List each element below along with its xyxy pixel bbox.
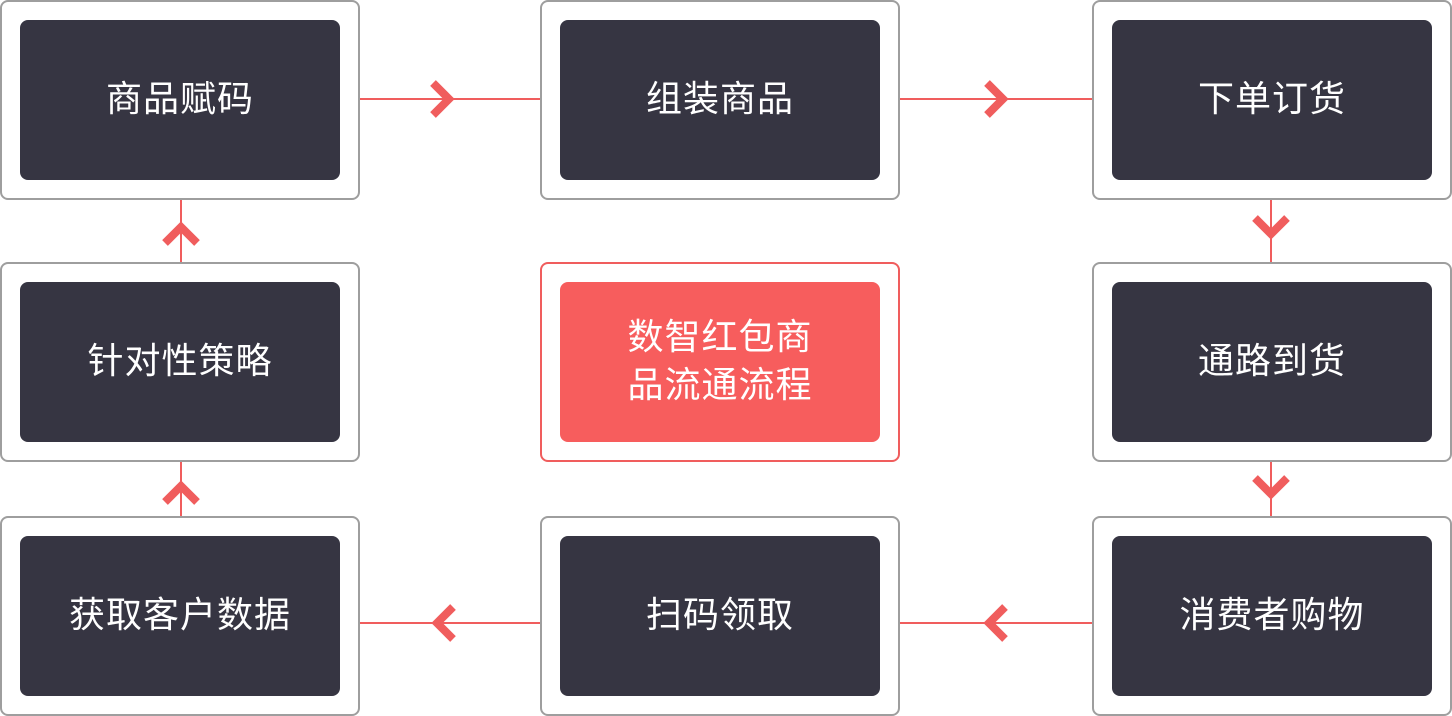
step-frame-7: 获取客户数据	[0, 516, 360, 716]
step-card-5[interactable]: 消费者购物	[1112, 536, 1432, 696]
step-label: 下单订货	[1197, 79, 1346, 120]
center-title-line-2: 品流通流程	[627, 365, 813, 406]
chevron-right-icon	[984, 80, 1009, 118]
step-frame-6: 扫码领取	[540, 516, 900, 716]
chevron-left-icon	[983, 604, 1008, 642]
step-label: 消费者购物	[1179, 595, 1365, 636]
step-card-8[interactable]: 针对性策略	[20, 282, 340, 442]
chevron-down-icon	[1252, 475, 1290, 500]
chevron-left-icon	[431, 604, 456, 642]
step-frame-3: 下单订货	[1092, 0, 1452, 200]
center-title-line-1: 数智红包商	[627, 317, 813, 358]
step-label: 针对性策略	[87, 341, 273, 382]
step-frame-8: 针对性策略	[0, 262, 360, 462]
step-label: 组装商品	[645, 79, 794, 120]
center-frame: 数智红包商 品流通流程	[540, 262, 900, 462]
step-card-3[interactable]: 下单订货	[1112, 20, 1432, 180]
chevron-up-icon	[162, 221, 200, 246]
chevron-down-icon	[1252, 215, 1290, 240]
center-title-card: 数智红包商 品流通流程	[560, 282, 880, 442]
step-card-1[interactable]: 商品赋码	[20, 20, 340, 180]
step-card-2[interactable]: 组装商品	[560, 20, 880, 180]
step-frame-2: 组装商品	[540, 0, 900, 200]
step-frame-5: 消费者购物	[1092, 516, 1452, 716]
step-label: 通路到货	[1197, 341, 1346, 382]
step-frame-4: 通路到货	[1092, 262, 1452, 462]
step-label: 获取客户数据	[68, 595, 291, 636]
chevron-up-icon	[162, 480, 200, 505]
step-frame-1: 商品赋码	[0, 0, 360, 200]
chevron-right-icon	[430, 80, 455, 118]
step-card-7[interactable]: 获取客户数据	[20, 536, 340, 696]
center-title: 数智红包商 品流通流程	[627, 314, 812, 410]
step-label: 扫码领取	[645, 595, 794, 636]
step-card-6[interactable]: 扫码领取	[560, 536, 880, 696]
step-label: 商品赋码	[105, 79, 254, 120]
step-card-4[interactable]: 通路到货	[1112, 282, 1432, 442]
